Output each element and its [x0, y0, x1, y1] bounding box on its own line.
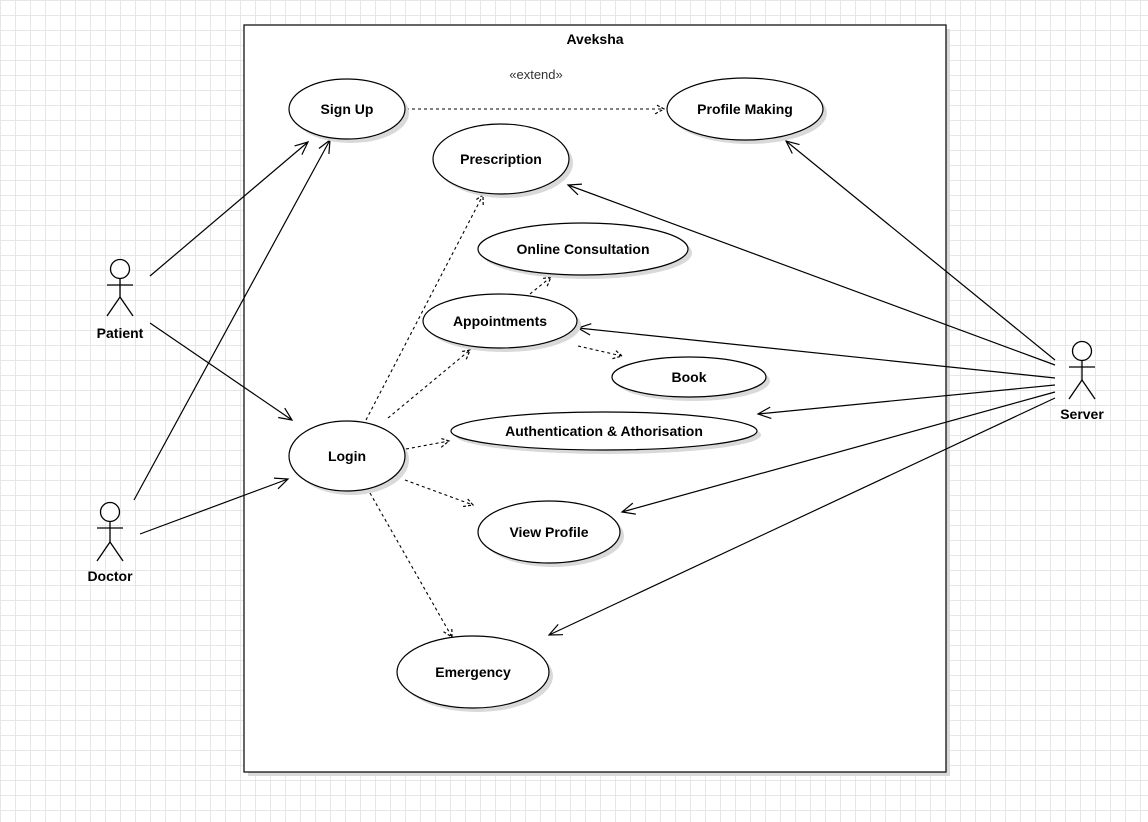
- use-case-authentication[interactable]: Authentication & Athorisation: [450, 411, 761, 454]
- use-case-label: Sign Up: [321, 101, 374, 117]
- use-case-login[interactable]: Login: [288, 420, 409, 495]
- login-view-profile-line[interactable]: [404, 479, 474, 506]
- use-case-label: Emergency: [435, 664, 511, 680]
- actor-label: Server: [1060, 406, 1104, 422]
- arrowhead-icon: [566, 183, 583, 196]
- server-emergency-association[interactable]: [548, 397, 1056, 636]
- use-case-label: Authentication & Athorisation: [505, 423, 703, 439]
- login-prescription-line[interactable]: [365, 194, 484, 421]
- stick-figure-icon: [1068, 340, 1096, 400]
- system-title: Aveksha: [566, 31, 623, 47]
- actor-server[interactable]: Server: [1060, 340, 1104, 423]
- server-profile-making-association[interactable]: [785, 140, 1056, 361]
- use-case-view-profile[interactable]: View Profile: [477, 500, 624, 567]
- use-case-label: Online Consultation: [517, 241, 650, 257]
- arrowhead-icon: [294, 141, 310, 155]
- arrowhead-icon: [654, 103, 666, 115]
- use-case-label: Book: [672, 369, 707, 385]
- actor-patient[interactable]: Patient: [97, 258, 144, 342]
- arrowhead-icon: [273, 477, 290, 490]
- doctor-login-association[interactable]: [139, 478, 289, 535]
- use-case-sign-up[interactable]: Sign Up: [288, 78, 409, 143]
- use-case-label: Profile Making: [697, 101, 793, 117]
- server-prescription-association[interactable]: [567, 184, 1056, 366]
- use-case-label: Appointments: [453, 313, 547, 329]
- use-case-label: Login: [328, 448, 366, 464]
- server-view-profile-association[interactable]: [621, 391, 1056, 513]
- actor-label: Doctor: [87, 568, 133, 584]
- use-case-book[interactable]: Book: [611, 356, 770, 401]
- use-case-label: View Profile: [509, 524, 588, 540]
- stick-figure-icon: [106, 258, 134, 317]
- arrowhead-icon: [784, 140, 800, 154]
- connectors: [133, 103, 1056, 639]
- server-authentication-association[interactable]: [757, 384, 1056, 415]
- appointments-online-consultation-line[interactable]: [529, 276, 552, 295]
- extend-stereotype-label: «extend»: [509, 67, 563, 82]
- login-authentication-line[interactable]: [405, 440, 450, 450]
- use-case-appointments[interactable]: Appointments: [422, 293, 581, 352]
- arrowhead-icon: [278, 407, 294, 421]
- arrowhead-icon: [460, 349, 471, 360]
- actor-label: Patient: [97, 325, 144, 341]
- patient-signup-association[interactable]: [149, 141, 309, 277]
- actor-doctor[interactable]: Doctor: [87, 501, 133, 585]
- arrowhead-icon: [463, 497, 475, 508]
- arrowhead-icon: [541, 276, 552, 287]
- arrowhead-icon: [620, 502, 636, 515]
- stick-figure-icon: [96, 501, 124, 562]
- arrowhead-icon: [439, 437, 451, 448]
- login-emergency-line[interactable]: [369, 492, 453, 638]
- arrowhead-icon: [612, 348, 624, 360]
- use-case-emergency[interactable]: Emergency: [396, 635, 553, 712]
- system-boundary[interactable]: Aveksha: [243, 24, 950, 776]
- use-case-prescription[interactable]: Prescription: [432, 123, 573, 198]
- use-case-label: Prescription: [460, 151, 542, 167]
- server-appointments-association[interactable]: [577, 327, 1056, 379]
- appointments-book-line[interactable]: [577, 345, 623, 357]
- arrowhead-icon: [756, 406, 772, 419]
- use-case-profile-making[interactable]: Profile Making: [666, 77, 827, 144]
- doctor-signup-association[interactable]: [133, 139, 331, 501]
- arrowhead-icon: [547, 624, 564, 636]
- use-case-online-consultation[interactable]: Online Consultation: [477, 222, 692, 279]
- patient-login-association[interactable]: [149, 322, 293, 421]
